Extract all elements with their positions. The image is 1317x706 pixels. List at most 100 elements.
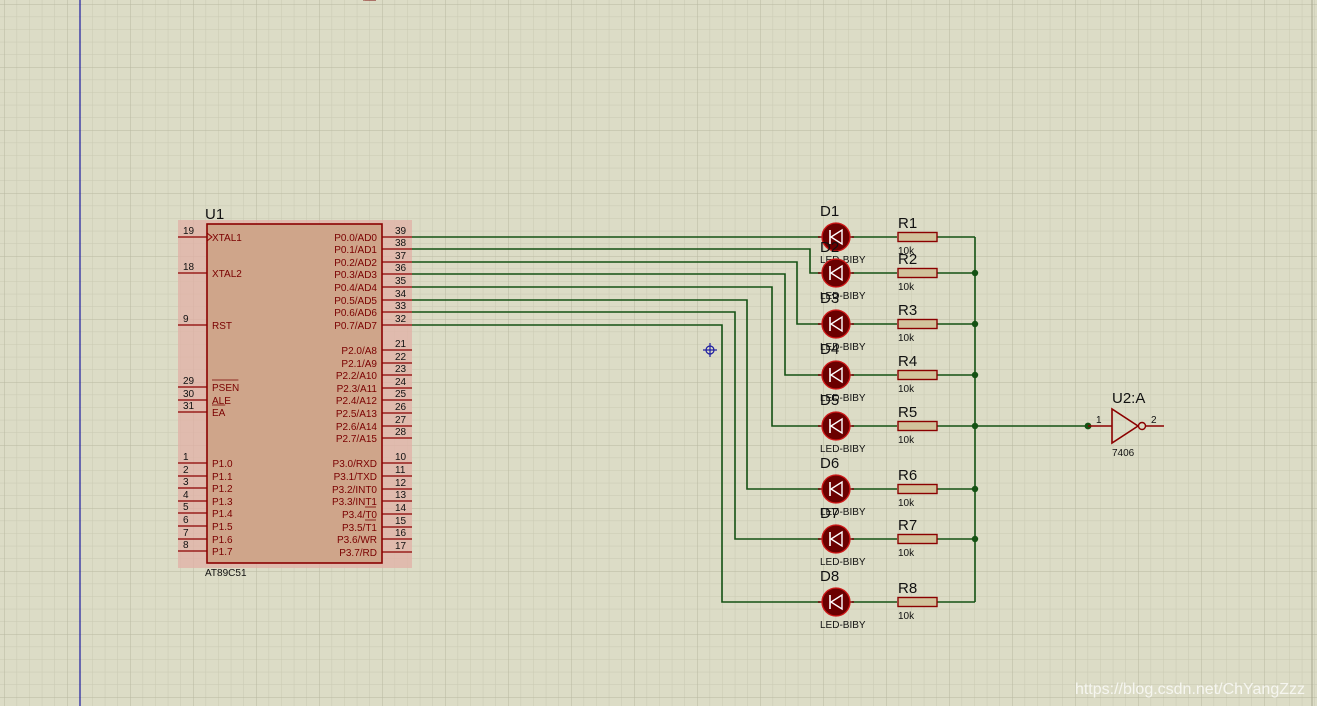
- u1-pin-name: P3.3/INT1: [332, 497, 377, 508]
- resistor-ref: R4: [898, 353, 917, 370]
- diode-symbol-icon: [829, 264, 843, 282]
- u1-pin-number: 33: [395, 301, 407, 312]
- u1-pin-number: 28: [395, 427, 407, 438]
- resistor-value: 10k: [898, 548, 915, 559]
- wire-junction-dot: [971, 371, 979, 379]
- wire-junction-dot: [971, 485, 979, 493]
- u1-pin-number: 24: [395, 377, 407, 388]
- led-part: LED-BIBY: [820, 507, 866, 518]
- led-body: [821, 360, 851, 390]
- wire-junction-dot: [971, 422, 979, 430]
- diode-symbol-icon: [829, 315, 843, 333]
- u1-pin-name: P3.6/WR: [337, 535, 377, 546]
- led-ref: D2: [820, 239, 839, 256]
- u1-pin-name: ALE: [212, 396, 231, 407]
- u1-pin-name: P2.6/A14: [336, 422, 378, 433]
- resistor-value: 10k: [898, 333, 915, 344]
- clock-pin-icon: [206, 232, 213, 242]
- resistor-r1[interactable]: R1 10k: [897, 215, 938, 257]
- u1-pin-number: 34: [395, 289, 407, 300]
- resistor-ref: R1: [898, 215, 917, 232]
- diode-symbol-icon: [829, 228, 843, 246]
- u1-body: [206, 223, 383, 564]
- u1-pin-name: P1.6: [212, 535, 233, 546]
- u1-part: AT89C51: [205, 568, 247, 579]
- u1-pin-number: 31: [183, 401, 195, 412]
- u1-microcontroller[interactable]: U1 AT89C51 19XTAL118XTAL29RST29PSEN30ALE…: [178, 0, 412, 579]
- resistor-ref: R5: [898, 404, 917, 421]
- wire-segment: [412, 299, 820, 490]
- diode-symbol-icon: [829, 417, 843, 435]
- u1-pin-name: P2.1/A9: [341, 359, 377, 370]
- u1-pin-number: 5: [183, 502, 189, 513]
- u2-inverter[interactable]: U2:A 7406 1 2: [1088, 390, 1164, 459]
- led-part: LED-BIBY: [820, 557, 866, 568]
- u1-pin-name: P0.5/AD5: [334, 296, 377, 307]
- u1-pin-number: 11: [395, 465, 406, 476]
- u1-pin-name: P0.7/AD7: [334, 321, 377, 332]
- led-body: [821, 474, 851, 504]
- led-ref: D8: [820, 568, 839, 585]
- u1-left-pins: 19XTAL118XTAL29RST29PSEN30ALE31EA1P1.02P…: [178, 226, 242, 558]
- led-body: [821, 524, 851, 554]
- u1-pin-name: P1.4: [212, 509, 233, 520]
- u1-pin-name: P0.1/AD1: [334, 245, 377, 256]
- u1-pin-number: 9: [183, 314, 189, 325]
- u1-pin-name: P1.2: [212, 484, 233, 495]
- u1-pin-name: P3.7/RD: [339, 548, 377, 559]
- u2-pin-in: 1: [1096, 415, 1102, 426]
- u1-pin-name: P2.2/A10: [336, 371, 378, 382]
- u1-pin-number: 4: [183, 490, 189, 501]
- resistor-ref: R3: [898, 302, 917, 319]
- u1-pin-number: 15: [395, 516, 407, 527]
- crosshair-cursor-icon: [703, 343, 717, 357]
- resistor-body: [897, 369, 938, 381]
- wire-junction-dot: [971, 320, 979, 328]
- u1-pin-name: XTAL1: [212, 233, 242, 244]
- u1-pin-name: P1.1: [212, 472, 233, 483]
- wire-segment: [412, 311, 820, 540]
- diode-symbol-icon: [829, 366, 843, 384]
- resistor-r3[interactable]: R3 10k: [897, 302, 938, 344]
- resistor-ref: R6: [898, 467, 917, 484]
- u1-pin-name: RST: [212, 321, 232, 332]
- u1-pin-name: P0.2/AD2: [334, 258, 377, 269]
- wire-junction-dot: [971, 535, 979, 543]
- u1-pin-number: 22: [395, 352, 407, 363]
- led-body: [821, 587, 851, 617]
- u1-pin-number: 6: [183, 515, 189, 526]
- u1-pin-number: 7: [183, 528, 189, 539]
- u1-pin-name: P1.5: [212, 522, 233, 533]
- u1-pin-name: P2.7/A15: [336, 434, 378, 445]
- wire-segment: [412, 273, 820, 376]
- diode-symbol-icon: [829, 480, 843, 498]
- resistor-body: [897, 231, 938, 243]
- led-part: LED-BIBY: [820, 291, 866, 302]
- resistor-body: [897, 483, 938, 495]
- u1-pin-number: 29: [183, 376, 195, 387]
- u1-pin-number: 16: [395, 528, 407, 539]
- led-ref: D5: [820, 392, 839, 409]
- resistor-value: 10k: [898, 246, 915, 257]
- u1-pin-name: P0.6/AD6: [334, 308, 377, 319]
- led-part: LED-BIBY: [820, 620, 866, 631]
- u1-pin-name: P0.4/AD4: [334, 283, 377, 294]
- u2-pin-out: 2: [1151, 415, 1157, 426]
- u1-pin-name: P0.0/AD0: [334, 233, 377, 244]
